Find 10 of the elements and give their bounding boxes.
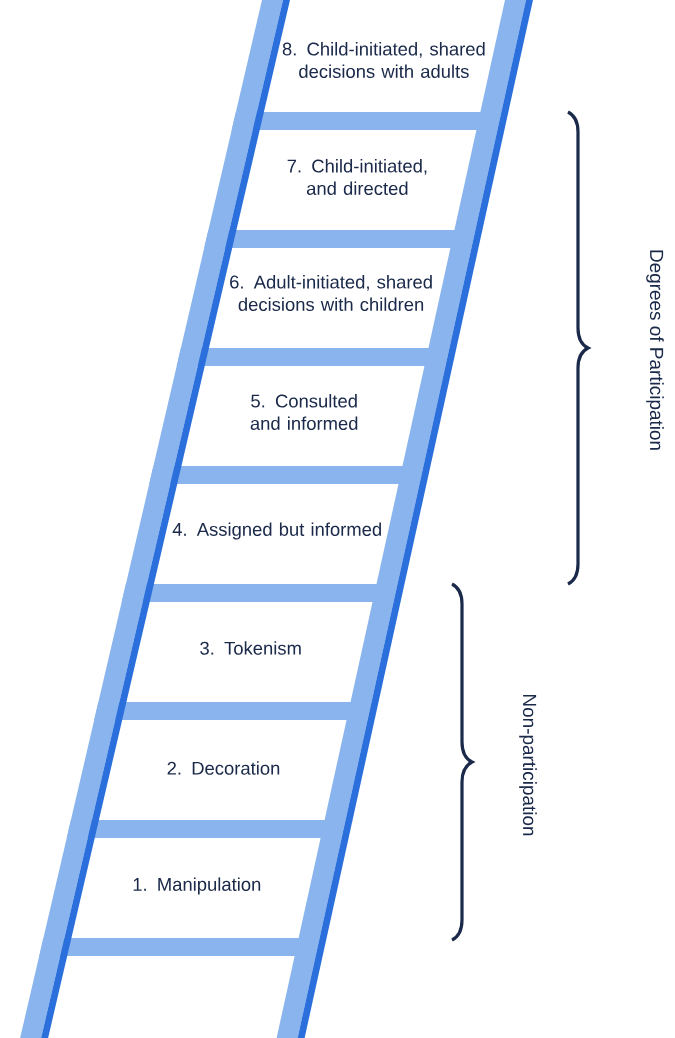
step-label: 8. Child-initiated, shared decisions with adults bbox=[282, 42, 485, 78]
step-label: 6. Adult-initiated, shared decisions with children bbox=[230, 275, 432, 311]
step-label: 3. Tokenism bbox=[200, 641, 301, 655]
step-label: 4. Assigned but informed bbox=[172, 522, 381, 540]
brace-label: Non-participation bbox=[519, 695, 537, 836]
step-label: 5. Consulted and informed bbox=[250, 394, 358, 430]
brace-label: Degrees of Participation bbox=[646, 250, 664, 450]
step-label: 7. Child-initiated, and directed bbox=[287, 159, 427, 195]
step-label: 2. Decoration bbox=[167, 761, 280, 775]
step-label: 1. Manipulation bbox=[133, 877, 261, 895]
